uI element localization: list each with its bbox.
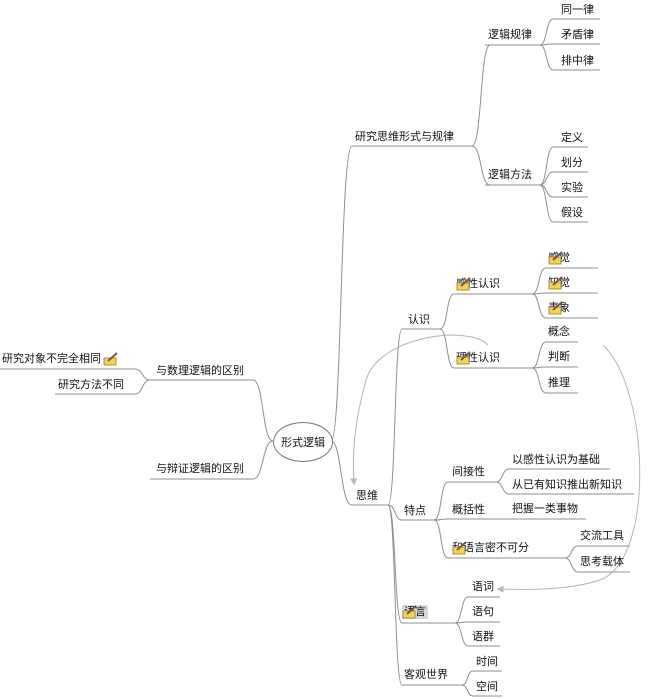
node-jiaoliu[interactable]: 交流工具: [580, 529, 624, 542]
node-dingyi[interactable]: 定义: [561, 131, 583, 144]
node-zhijue[interactable]: 知觉: [548, 276, 570, 290]
node-ganjue[interactable]: 感觉: [548, 251, 570, 265]
node-gaikuo[interactable]: 概括性: [452, 503, 485, 516]
pencil-note-icon: [548, 301, 563, 315]
node-tedian[interactable]: 特点: [404, 504, 426, 517]
node-yuju[interactable]: 语句: [472, 605, 494, 618]
pencil-note-icon: [548, 251, 563, 265]
node-paizhong[interactable]: 排中律: [561, 54, 594, 67]
node-renshi[interactable]: 认识: [408, 313, 430, 326]
relation-arrow-gainian-yuci: [496, 344, 641, 593]
node-jiashe[interactable]: 假设: [561, 206, 583, 219]
node-yuyan-mi[interactable]: 和语言密不可分: [452, 541, 529, 555]
node-yuqun[interactable]: 语群: [472, 630, 494, 643]
node-shuli[interactable]: 与数理逻辑的区别: [156, 364, 244, 377]
node-yuyan[interactable]: 语言: [402, 605, 428, 619]
node-yuci[interactable]: 语词: [472, 580, 494, 593]
pencil-note-icon: [103, 352, 118, 366]
edge-root-bianzheng: [252, 440, 274, 480]
edge-shuli-b: [134, 379, 151, 395]
node-shuli-a[interactable]: 研究对象不完全相同: [2, 352, 119, 366]
node-ganxing[interactable]: 感性认识: [456, 277, 500, 291]
node-luoji-fangfa[interactable]: 逻辑方法: [488, 168, 532, 181]
node-biaoxiang[interactable]: 表象: [548, 301, 570, 315]
pencil-note-icon: [456, 351, 471, 365]
node-siwei[interactable]: 思维: [356, 489, 378, 502]
pencil-note-icon: [402, 605, 417, 619]
node-jianjie-b[interactable]: 从已有知识推出新知识: [512, 478, 622, 491]
relation-arrow-lixing-siwei: [350, 334, 489, 486]
edge-root-shuli: [252, 379, 274, 442]
node-lixing[interactable]: 理性认识: [456, 351, 500, 365]
edge-yanjiu-guilv: [471, 44, 491, 147]
edge-yanjiu-fangfa: [471, 145, 491, 186]
node-shiyan[interactable]: 实验: [561, 181, 583, 194]
node-gaikuo-a[interactable]: 把握一类事物: [512, 502, 578, 515]
node-bianzheng[interactable]: 与辩证逻辑的区别: [156, 462, 244, 475]
node-shuli-b[interactable]: 研究方法不同: [58, 378, 124, 391]
pencil-note-icon: [548, 276, 563, 290]
node-maodun[interactable]: 矛盾律: [561, 28, 594, 41]
node-gainian[interactable]: 概念: [548, 325, 570, 338]
node-sikao[interactable]: 思考载体: [580, 555, 624, 568]
node-huafen[interactable]: 划分: [561, 156, 583, 169]
node-panduan[interactable]: 判断: [548, 350, 570, 363]
pencil-note-icon: [456, 277, 471, 291]
node-keguan[interactable]: 客观世界: [404, 668, 448, 681]
node-kongjian[interactable]: 空间: [476, 680, 498, 693]
node-shijian[interactable]: 时间: [476, 655, 498, 668]
node-jianjie-a[interactable]: 以感性认识为基础: [512, 453, 600, 466]
edge-root-yanjiu: [330, 145, 353, 442]
node-yanjiu[interactable]: 研究思维形式与规律: [355, 130, 454, 143]
edge-shuli-a: [134, 368, 151, 381]
node-jianjie[interactable]: 间接性: [452, 465, 485, 478]
edge-root-siwei: [330, 440, 353, 506]
pencil-note-icon: [452, 541, 467, 555]
root-node[interactable]: 形式逻辑: [273, 422, 333, 462]
node-luoji-guilv[interactable]: 逻辑规律: [488, 28, 532, 41]
node-tuili[interactable]: 推理: [548, 376, 570, 389]
node-tongyi[interactable]: 同一律: [561, 3, 594, 16]
